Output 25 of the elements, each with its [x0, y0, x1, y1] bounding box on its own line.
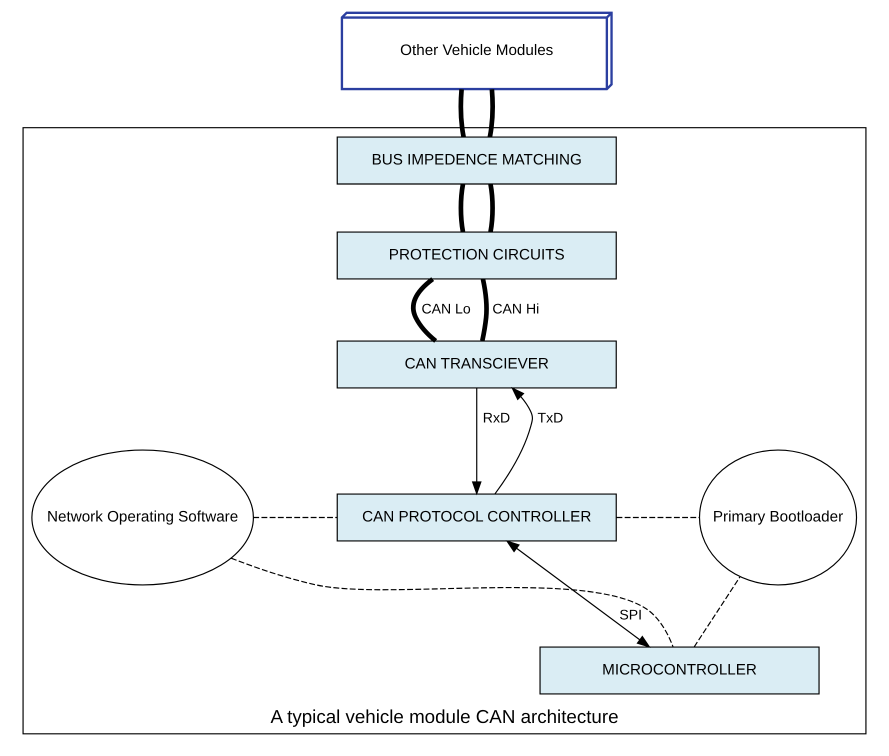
- connector: [458, 184, 466, 232]
- connector: [488, 184, 495, 232]
- connector: [253, 516, 338, 518]
- connector: [616, 516, 700, 518]
- arrow: [494, 386, 533, 494]
- node-box: BUS IMPEDENCE MATCHING: [336, 136, 617, 185]
- node-box: MICROCONTROLLER: [539, 646, 820, 695]
- node-box: CAN PROTOCOL CONTROLLER: [336, 493, 617, 542]
- arrow: [472, 388, 482, 496]
- edge-label: CAN Lo: [421, 300, 471, 317]
- connector: [480, 278, 489, 342]
- connector: [411, 277, 438, 343]
- node-ellipse: Network Operating Software: [31, 450, 254, 586]
- connector: [694, 576, 740, 648]
- edge-label: RxD: [482, 410, 510, 426]
- connector: [230, 558, 674, 648]
- edge-label: TxD: [538, 410, 564, 426]
- node-box: PROTECTION CIRCUITS: [336, 231, 617, 280]
- connector: [488, 89, 495, 138]
- edge-label: CAN Hi: [492, 300, 540, 317]
- arrow: [506, 540, 651, 648]
- node-box: CAN TRANSCIEVER: [336, 340, 617, 389]
- edge-label: SPI: [619, 606, 642, 623]
- node-ellipse: Primary Bootloader: [698, 450, 858, 586]
- connector: [458, 89, 466, 138]
